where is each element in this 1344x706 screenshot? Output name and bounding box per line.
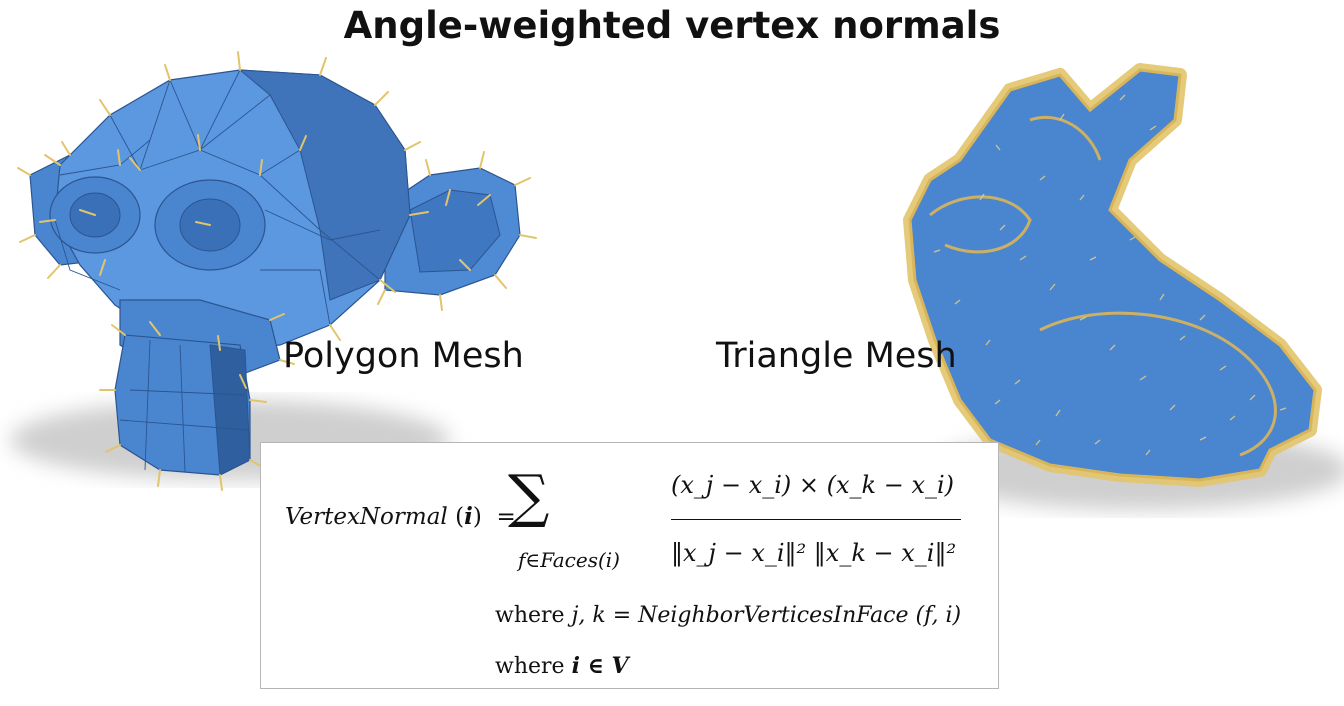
where-expr-1: j, k = NeighborVerticesInFace (f, i) [571, 603, 962, 628]
fraction-numerator: (x_j − x_i) × (x_k − x_i) [671, 471, 955, 499]
triangle-mesh-bunny [903, 63, 1322, 487]
formula-box: VertexNormal (i) = ∑ f∈Faces(i) (x_j − x… [260, 442, 999, 689]
where-clause-vertices: where i ∈ V [495, 653, 629, 679]
summation-symbol: ∑ [508, 462, 550, 530]
polygon-mesh-label: Polygon Mesh [283, 336, 524, 376]
where-word-1: where [495, 603, 565, 628]
where-clause-neighbors: where j, k = NeighborVerticesInFace (f, … [495, 603, 961, 628]
formula-equals: = [496, 504, 516, 530]
formula-lhs-name: VertexNormal [285, 504, 448, 530]
formula-lhs: VertexNormal (i) = [285, 503, 516, 530]
formula-lhs-arg: i [464, 503, 473, 530]
polygon-mesh-monkey [17, 51, 537, 491]
fraction-denominator: ‖x_j − x_i‖² ‖x_k − x_i‖² [671, 539, 957, 567]
triangle-mesh-label: Triangle Mesh [716, 336, 957, 376]
where-expr-2: i ∈ V [571, 653, 629, 679]
bunny-body [908, 68, 1317, 482]
fraction-bar [671, 519, 961, 520]
bunny-normals [933, 94, 1287, 456]
figure-title: Angle-weighted vertex normals [343, 4, 1001, 47]
where-word-2: where [495, 654, 565, 679]
summation-subscript: f∈Faces(i) [518, 548, 620, 572]
